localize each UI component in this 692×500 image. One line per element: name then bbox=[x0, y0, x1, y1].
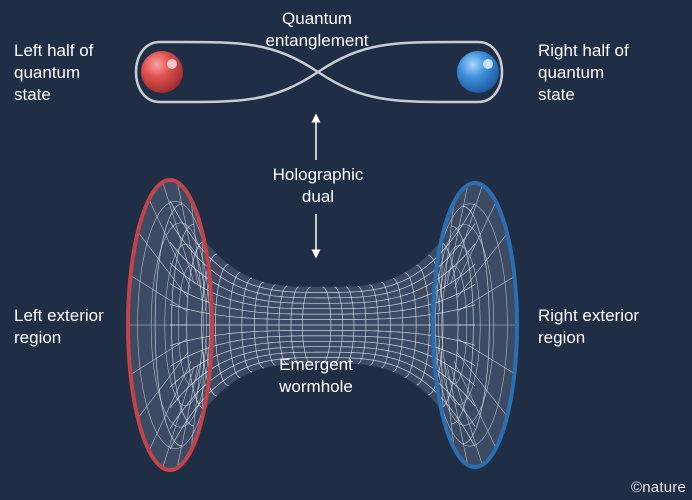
longitude-line bbox=[169, 357, 476, 450]
ring-line bbox=[357, 285, 367, 365]
mouth-spoke bbox=[137, 351, 189, 419]
mouth-spoke bbox=[453, 201, 497, 289]
ring-line bbox=[439, 241, 459, 409]
mouth-ring bbox=[435, 224, 495, 426]
nature-credit: ©nature bbox=[631, 479, 686, 496]
ring-line bbox=[290, 286, 300, 364]
mouth-spoke bbox=[441, 233, 444, 299]
mouth-ring bbox=[438, 245, 481, 405]
longitude-line bbox=[169, 330, 476, 347]
left-exterior-label: Left exterior region bbox=[14, 306, 104, 347]
mouth-spoke bbox=[456, 233, 508, 299]
mouth-spoke bbox=[441, 351, 444, 417]
longitude-line bbox=[169, 241, 476, 304]
ring-line bbox=[201, 253, 217, 397]
ring-line bbox=[278, 285, 288, 365]
mouth-spoke bbox=[453, 361, 497, 449]
mouth-spoke bbox=[201, 231, 204, 299]
emergent-wormhole-label: Emergent wormhole bbox=[279, 355, 353, 396]
ring-line bbox=[381, 281, 391, 369]
mouth-spoke bbox=[162, 182, 195, 284]
ring-line bbox=[392, 277, 404, 373]
longitude-line bbox=[169, 200, 476, 293]
ring-line bbox=[254, 281, 264, 369]
ring-line bbox=[228, 271, 241, 379]
mouth-spoke bbox=[447, 366, 468, 465]
mouth-ring bbox=[441, 265, 467, 385]
right-qubit-highlight bbox=[483, 59, 493, 69]
right-qubit-sphere bbox=[457, 51, 499, 93]
ring-line bbox=[416, 264, 430, 386]
mouth-spoke bbox=[450, 366, 483, 465]
mouth-spoke bbox=[447, 185, 468, 284]
entanglement-loop bbox=[134, 40, 504, 104]
longitude-line bbox=[169, 283, 476, 315]
mouth-spoke bbox=[443, 201, 455, 289]
wormhole-surface bbox=[126, 178, 519, 472]
right-mouth-rim bbox=[431, 181, 519, 469]
left-mouth-rim bbox=[126, 178, 214, 472]
left-qubit-highlight bbox=[167, 59, 177, 69]
holographic-dual-label: Holographic dual bbox=[272, 165, 364, 206]
mouth-ring bbox=[164, 243, 207, 407]
left-half-label: Left half of quantum state bbox=[14, 41, 94, 104]
longitude-line bbox=[169, 262, 476, 310]
mouth-spoke bbox=[190, 199, 202, 289]
mouth-spoke bbox=[162, 366, 195, 468]
ring-line bbox=[214, 264, 229, 386]
ring-line bbox=[266, 284, 276, 366]
mouth-spoke bbox=[177, 182, 198, 284]
mouth-spoke bbox=[201, 351, 204, 419]
right-exterior-label: Right exterior region bbox=[538, 306, 640, 347]
mouth-spoke bbox=[148, 199, 192, 289]
ring-line bbox=[241, 277, 253, 373]
mouth-spoke bbox=[177, 366, 198, 468]
ring-line bbox=[334, 286, 343, 364]
mouth-spoke bbox=[190, 361, 202, 451]
right-half-label: Right half of quantum state bbox=[538, 41, 629, 104]
left-qubit-sphere bbox=[141, 51, 183, 93]
mouth-spoke bbox=[450, 185, 483, 284]
ring-line bbox=[427, 254, 444, 396]
mouth-ring bbox=[178, 265, 204, 385]
longitude-line bbox=[169, 335, 476, 367]
mouth-ring bbox=[150, 222, 210, 428]
ring-line bbox=[345, 286, 355, 364]
mouth-spoke bbox=[443, 361, 455, 449]
longitude-line bbox=[169, 346, 476, 409]
longitude-line bbox=[169, 340, 476, 388]
ring-line bbox=[322, 286, 332, 364]
mouth-spoke bbox=[456, 351, 508, 417]
mouth-spoke bbox=[137, 231, 189, 299]
mouth-spoke bbox=[148, 361, 192, 451]
ring-line bbox=[369, 284, 379, 366]
quantum-entanglement-label: Quantum entanglement bbox=[265, 9, 369, 50]
ring-line bbox=[302, 286, 311, 364]
longitude-line bbox=[169, 303, 476, 320]
ring-line bbox=[404, 272, 417, 378]
